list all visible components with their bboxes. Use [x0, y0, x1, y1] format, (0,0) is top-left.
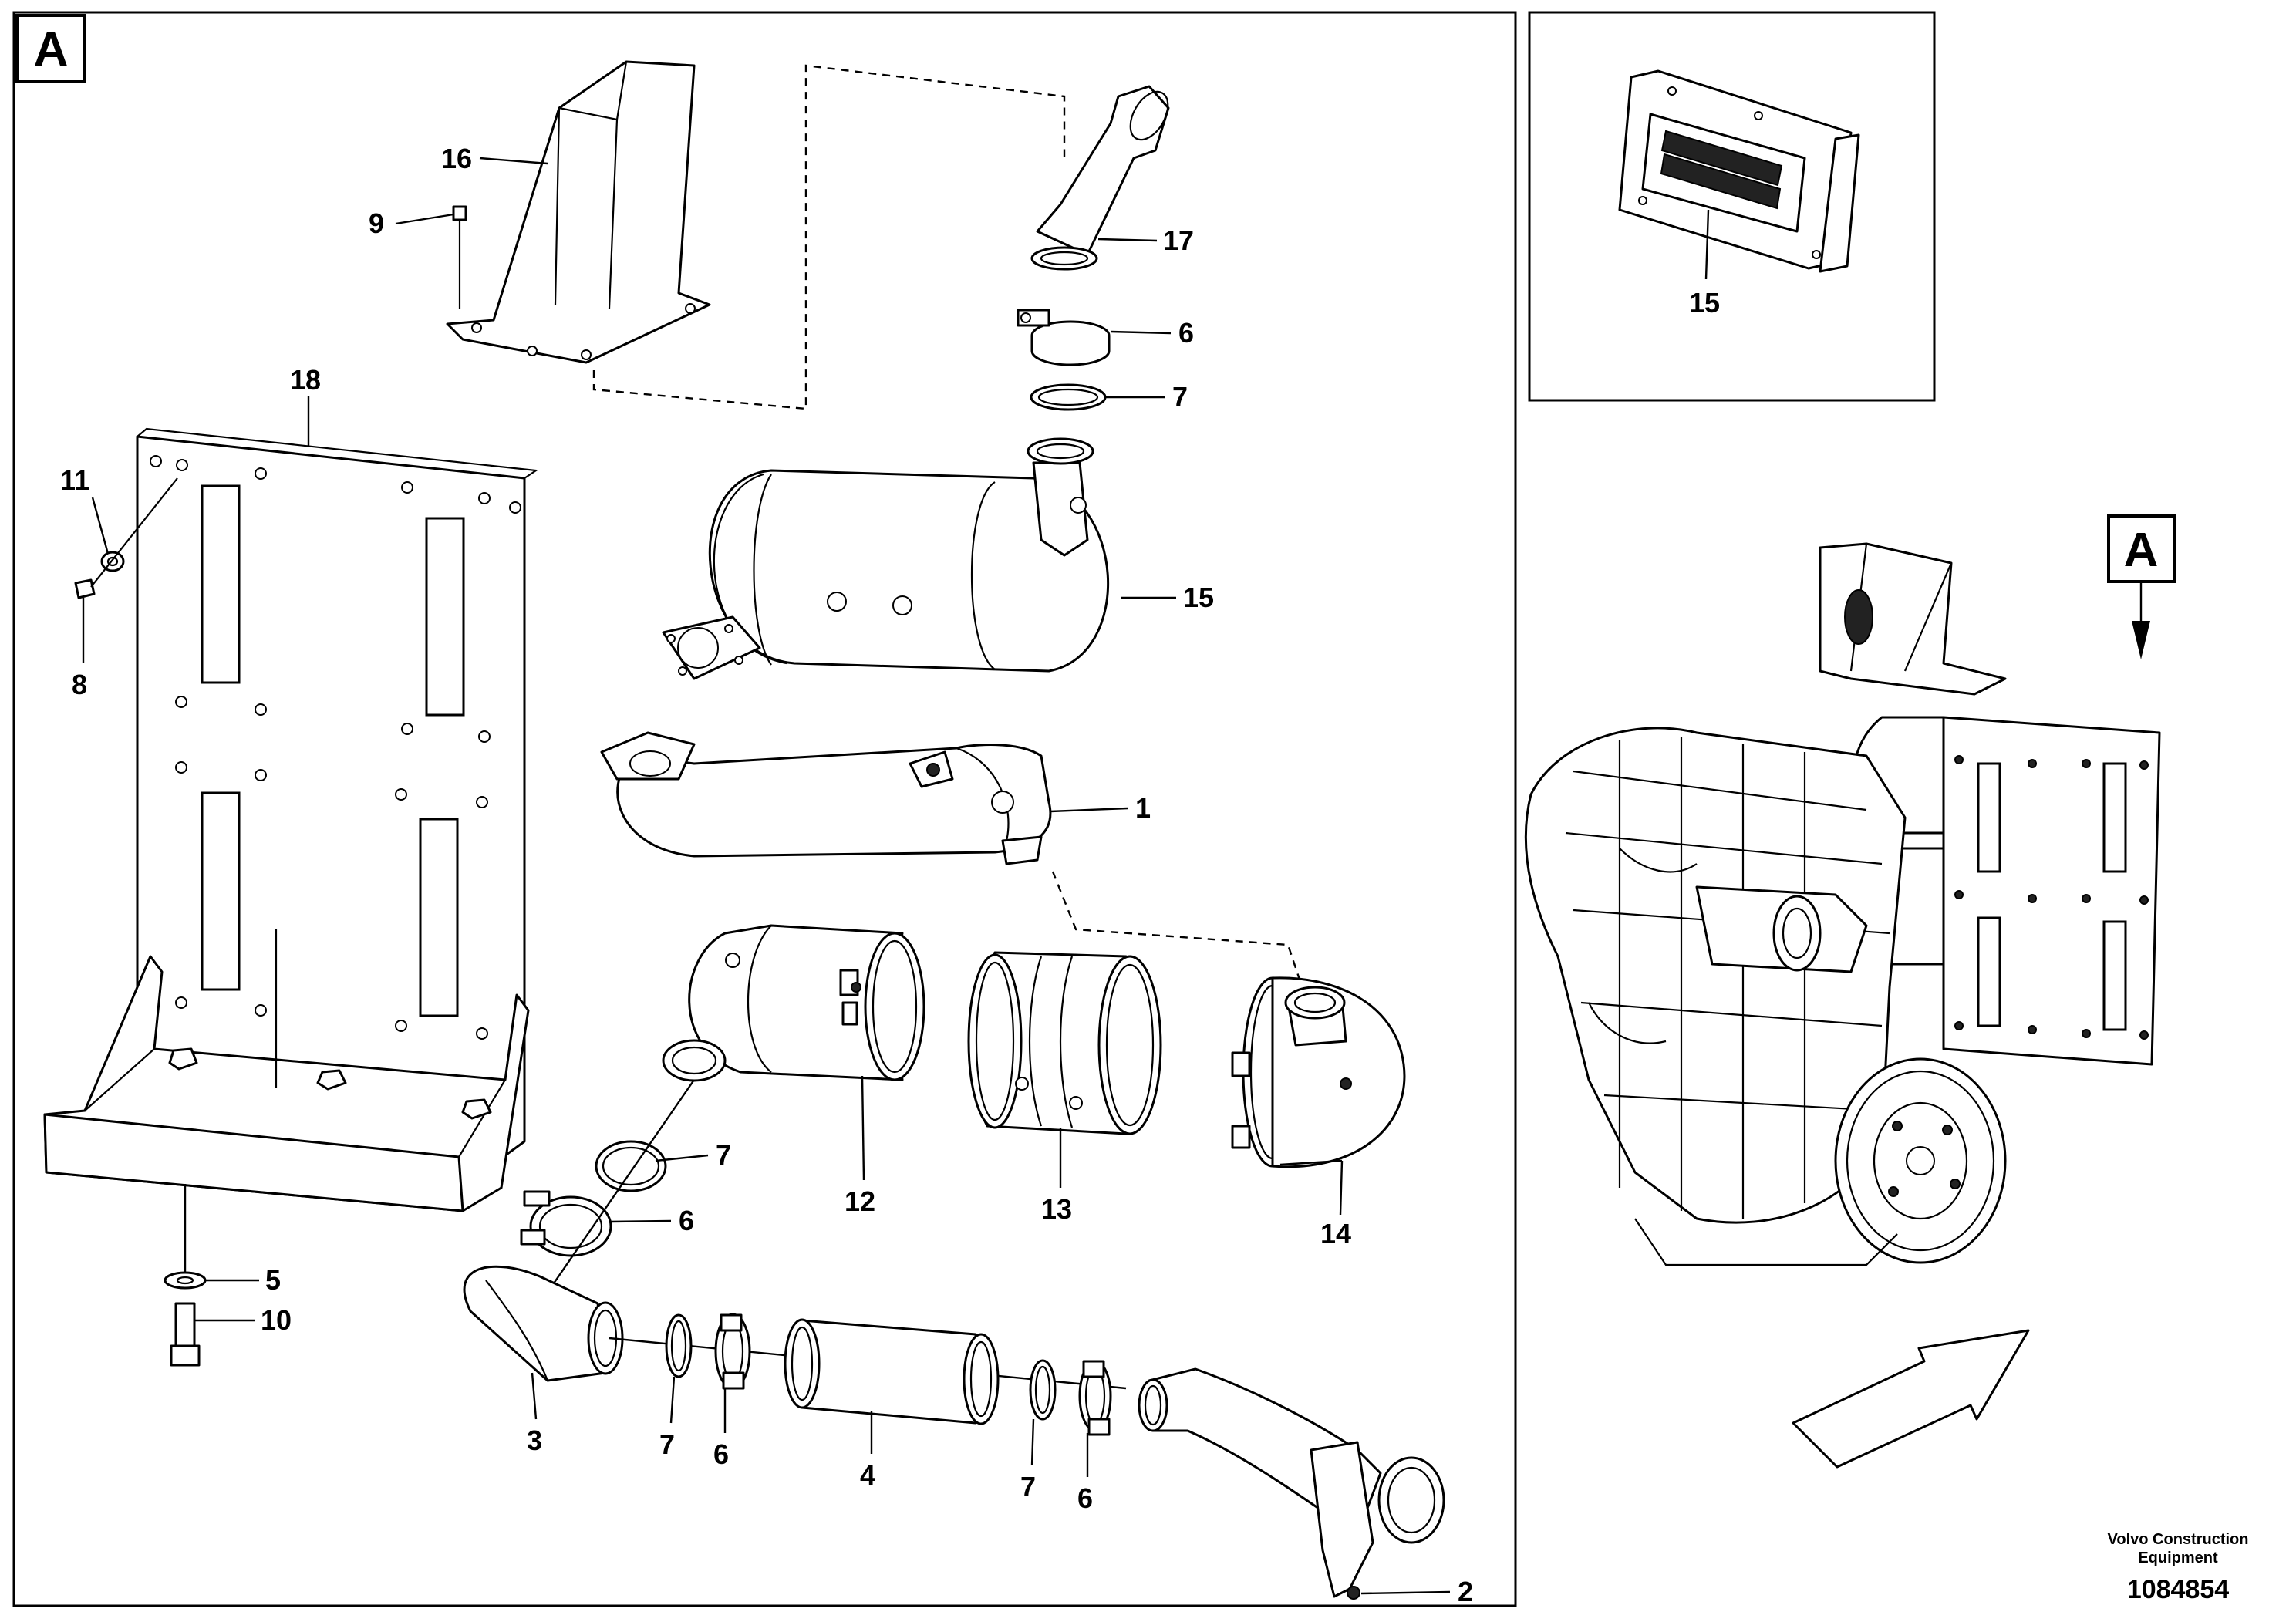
- part-6-clamp-left: [520, 1190, 612, 1257]
- label-18: 18: [290, 364, 321, 396]
- label-14: 14: [1320, 1218, 1351, 1249]
- part-17-elbow: [1030, 85, 1170, 271]
- part-7-gasket-left: [595, 1140, 667, 1192]
- document-number: 1084854: [2127, 1575, 2229, 1604]
- label-1: 1: [1135, 792, 1151, 824]
- label-15-inset: 15: [1689, 287, 1720, 319]
- label-7-top: 7: [1172, 381, 1188, 413]
- label-9: 9: [369, 207, 384, 239]
- label-11: 11: [60, 464, 89, 496]
- left-assembly-axis: [539, 1079, 695, 1304]
- label-15-main: 15: [1183, 582, 1214, 613]
- part-2-tailpipe: [1138, 1367, 1445, 1600]
- part-14-outlet: [1231, 976, 1406, 1168]
- label-8: 8: [72, 669, 87, 700]
- view-a-label-engine: A: [2124, 524, 2159, 577]
- part-6-clamp-low2: [1078, 1360, 1112, 1436]
- part-9-screw: [452, 205, 467, 309]
- part-3-elbow: [463, 1265, 624, 1382]
- view-a-label-main: A: [34, 23, 69, 76]
- bracket-bolt-holes: [150, 455, 521, 1040]
- part-4-muffler-tube: [784, 1318, 1000, 1425]
- engine-illustration: [1524, 542, 2161, 1266]
- view-a-box-engine: A: [2107, 514, 2176, 583]
- part-7-gasket-top: [1030, 383, 1107, 411]
- inset-frame: [1528, 11, 1936, 402]
- label-7-left: 7: [716, 1139, 731, 1171]
- brand-line-2: Equipment: [2138, 1549, 2218, 1566]
- inset-leader: [1704, 209, 1710, 280]
- pipe-connection-line: [1051, 871, 1305, 992]
- view-a-box-main: A: [15, 14, 86, 83]
- part-7-gasket-low1: [665, 1313, 693, 1378]
- part-12-catalyst: [662, 924, 925, 1082]
- label-3: 3: [527, 1425, 542, 1456]
- label-6-left: 6: [679, 1205, 694, 1236]
- footer: Volvo Construction Equipment 1084854: [2108, 1531, 2249, 1604]
- label-5: 5: [265, 1264, 281, 1296]
- front-direction-arrow: [1792, 1329, 2030, 1469]
- label-7-low2: 7: [1020, 1471, 1036, 1502]
- part-10-bolt: [170, 1302, 201, 1367]
- label-16: 16: [441, 143, 472, 174]
- part-5-washer: [164, 1271, 207, 1290]
- part-1-pipe: [600, 731, 1052, 865]
- part-13-sleeve: [967, 951, 1162, 1135]
- label-4: 4: [860, 1459, 875, 1491]
- part-6-clamp-low1: [714, 1313, 751, 1390]
- hood-connection-line: [592, 64, 1066, 410]
- label-12: 12: [845, 1185, 875, 1217]
- part-18-bracket: [43, 427, 539, 1212]
- label-6-low1: 6: [713, 1438, 729, 1470]
- view-direction-arrow-down: [2132, 582, 2150, 659]
- part-6-clamp-top: [1017, 309, 1111, 366]
- part-7-gasket-low2: [1029, 1359, 1057, 1421]
- inset-connector-15: [1618, 69, 1860, 273]
- part-16-hood: [446, 60, 711, 364]
- callouts: 16 9 17 6 7 15 1 18 11 8 5 10 7 6 12 13: [60, 143, 1473, 1607]
- part-8-screw: [74, 477, 178, 599]
- label-10: 10: [261, 1304, 292, 1336]
- label-6-low2: 6: [1077, 1482, 1093, 1514]
- label-6-top: 6: [1178, 317, 1194, 349]
- label-13: 13: [1041, 1193, 1072, 1225]
- label-7-low1: 7: [659, 1428, 675, 1460]
- main-view-frame: [12, 11, 1517, 1607]
- label-2: 2: [1458, 1576, 1473, 1607]
- connector-pins: [1660, 130, 1783, 210]
- part-15-silencer: [662, 437, 1110, 680]
- brand-line-1: Volvo Construction: [2108, 1531, 2249, 1548]
- label-17: 17: [1163, 224, 1194, 256]
